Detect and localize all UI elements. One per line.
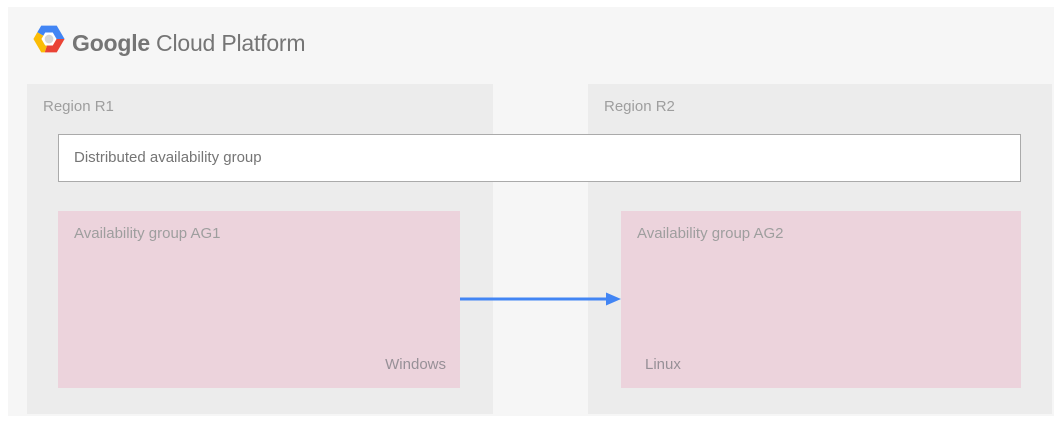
region-r1-label: Region R1 xyxy=(43,98,114,115)
distributed-availability-group-label: Distributed availability group xyxy=(74,149,262,166)
gcp-hexagon-logo-icon xyxy=(33,25,65,53)
availability-group-ag1-box: Availability group AG1 Windows xyxy=(58,211,460,388)
ag1-label: Availability group AG1 xyxy=(74,225,221,242)
brand-suffix-text: Cloud Platform xyxy=(156,30,306,56)
ag1-os-label: Windows xyxy=(385,356,446,373)
availability-group-ag2-box: Availability group AG2 Linux xyxy=(621,211,1021,388)
distributed-availability-group-box: Distributed availability group xyxy=(58,134,1021,182)
ag2-label: Availability group AG2 xyxy=(637,225,784,242)
ag2-os-label: Linux xyxy=(645,356,681,373)
region-r2-label: Region R2 xyxy=(604,98,675,115)
brand-google-text: Google xyxy=(72,30,151,56)
replication-right-arrow-icon xyxy=(460,292,621,306)
